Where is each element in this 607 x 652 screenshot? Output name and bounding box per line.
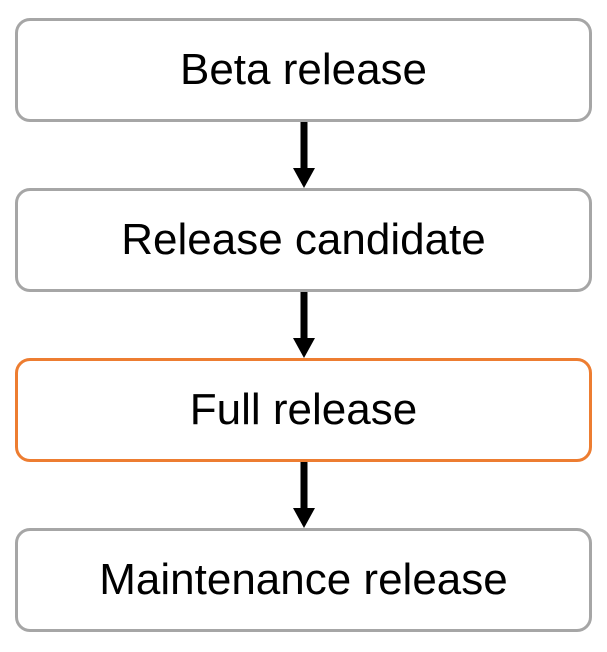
release-stages-flowchart: Beta release Release candidate Full rele…	[15, 18, 592, 632]
stage-label-full-release: Full release	[189, 385, 418, 434]
stage-label-release-candidate: Release candidate	[121, 215, 486, 264]
down-arrow-icon	[292, 122, 315, 188]
stage-box-beta-release: Beta release	[15, 18, 592, 122]
stage-label-beta-release: Beta release	[179, 45, 428, 94]
down-arrow-icon	[292, 462, 315, 528]
stage-label-maintenance-release: Maintenance release	[99, 555, 508, 604]
down-arrow-icon	[292, 292, 315, 358]
stage-box-maintenance-release: Maintenance release	[15, 528, 592, 632]
stage-box-full-release: Full release	[15, 358, 592, 462]
stage-box-release-candidate: Release candidate	[15, 188, 592, 292]
